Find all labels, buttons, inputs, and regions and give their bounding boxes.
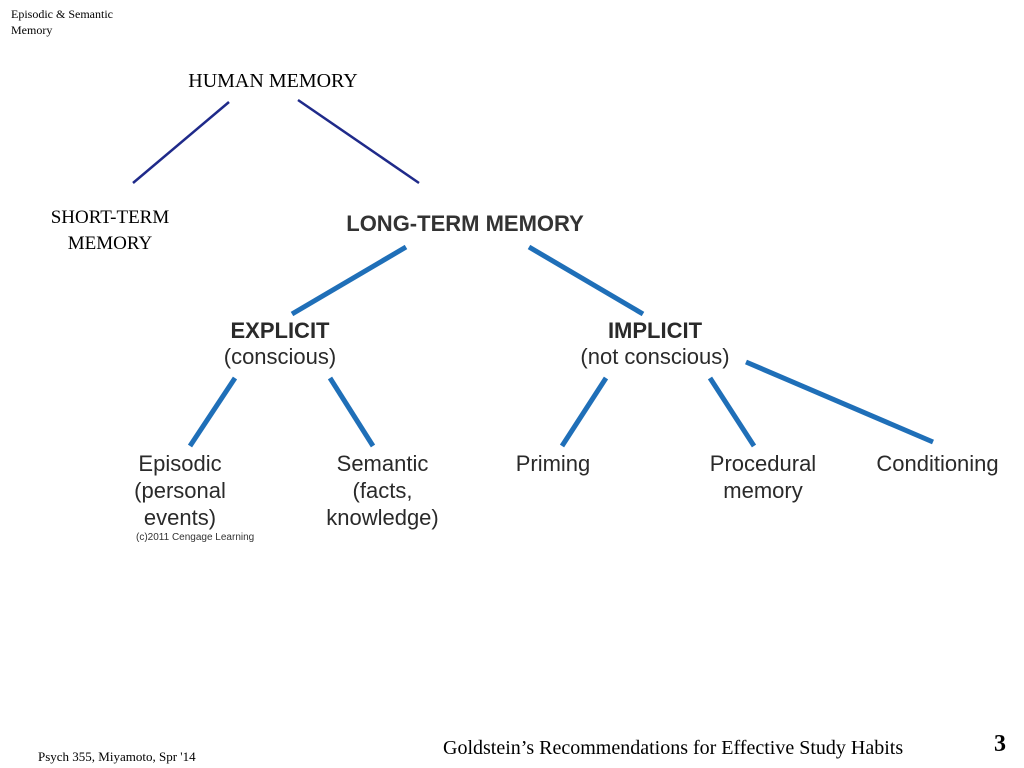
node-implicit: IMPLICIT (not conscious) <box>540 318 770 370</box>
line-explicit-to-semantic <box>327 376 376 448</box>
procedural-line-1: Procedural <box>709 451 817 476</box>
short-term-line-2: MEMORY <box>67 233 153 254</box>
line-root-to-short-term <box>132 101 230 184</box>
slide-header-title: Episodic & Semantic Memory <box>11 6 151 38</box>
line-long-term-to-implicit <box>527 244 645 317</box>
leaf-conditioning: Conditioning <box>860 450 1015 477</box>
line-implicit-to-priming <box>559 376 609 448</box>
conditioning-line-1: Conditioning <box>876 451 999 476</box>
node-human-memory: HUMAN MEMORY <box>188 70 358 92</box>
semantic-line-1: Semantic <box>336 451 429 476</box>
header-title-line-2: Memory <box>11 23 53 37</box>
line-root-to-long-term <box>297 98 420 185</box>
semantic-line-2: (facts, <box>352 478 413 503</box>
image-credit: (c)2011 Cengage Learning <box>136 532 255 543</box>
footer-title: Goldstein’s Recommendations for Effectiv… <box>443 737 904 759</box>
line-implicit-to-procedural <box>707 376 757 448</box>
procedural-line-2: memory <box>723 478 803 503</box>
node-explicit: EXPLICIT (conscious) <box>180 318 380 370</box>
slide-number: 3 <box>994 731 1006 757</box>
semantic-line-3: knowledge) <box>326 505 439 530</box>
node-short-term-memory: SHORT-TERM MEMORY <box>20 205 200 257</box>
leaf-priming: Priming <box>488 450 618 477</box>
node-long-term-memory: LONG-TERM MEMORY <box>346 211 584 236</box>
header-title-line-1: Episodic & Semantic <box>11 7 113 21</box>
short-term-line-1: SHORT-TERM <box>50 207 170 228</box>
episodic-line-3: events) <box>143 505 217 530</box>
line-implicit-to-conditioning <box>745 359 934 445</box>
line-long-term-to-explicit <box>290 244 408 317</box>
leaf-procedural: Procedural memory <box>683 450 843 504</box>
implicit-subtitle: (not conscious) <box>580 344 730 369</box>
priming-line-1: Priming <box>515 451 591 476</box>
line-explicit-to-episodic <box>187 376 238 448</box>
leaf-episodic: Episodic (personal events) <box>100 450 260 531</box>
episodic-line-2: (personal <box>134 478 226 503</box>
episodic-line-1: Episodic <box>138 451 222 476</box>
explicit-title: EXPLICIT <box>230 318 330 343</box>
explicit-subtitle: (conscious) <box>223 344 337 369</box>
leaf-semantic: Semantic (facts, knowledge) <box>300 450 465 531</box>
implicit-title: IMPLICIT <box>607 318 703 343</box>
footer-course: Psych 355, Miyamoto, Spr '14 <box>38 749 196 764</box>
